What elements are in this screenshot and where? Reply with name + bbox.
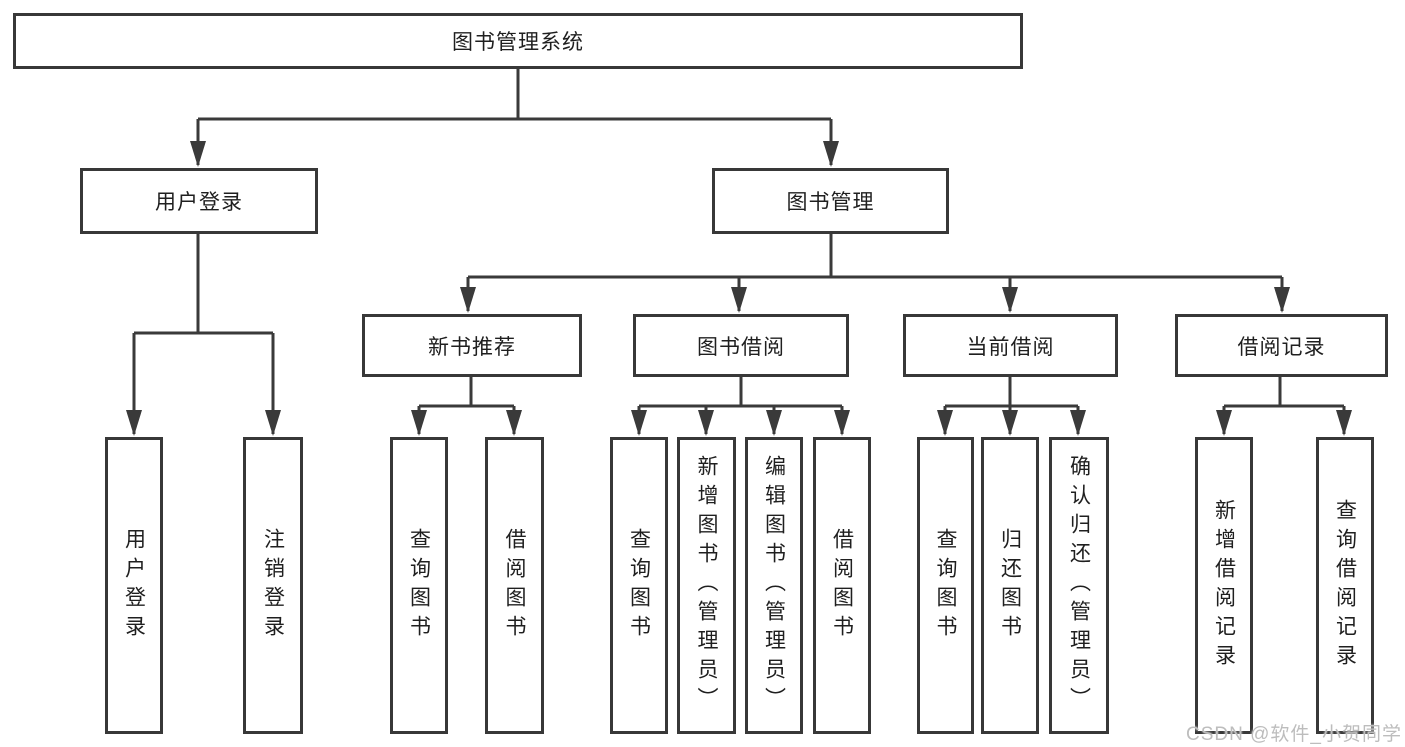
arrow-down-icon xyxy=(190,141,206,167)
arrow-down-icon xyxy=(1002,410,1018,436)
watermark: CSDN @软件_小贺同学 xyxy=(1186,724,1402,745)
arrow-down-icon xyxy=(126,410,142,436)
arrow-down-icon xyxy=(631,410,647,436)
arrow-down-icon xyxy=(731,287,747,313)
arrow-down-icon xyxy=(506,410,522,436)
node-leaf-user-login: 用户登录 xyxy=(105,437,163,734)
node-leaf-borrow-books-1: 借阅图书 xyxy=(485,437,544,734)
node-leaf-add-borrow-record: 新增借阅记录 xyxy=(1195,437,1253,734)
node-user-login: 用户登录 xyxy=(80,168,318,234)
node-leaf-query-books-1: 查询图书 xyxy=(390,437,448,734)
node-leaf-confirm-return-admin: 确认归还（管理员） xyxy=(1049,437,1109,734)
connector-root xyxy=(196,69,833,165)
node-book-management: 图书管理 xyxy=(712,168,949,234)
arrow-down-icon xyxy=(698,410,714,436)
connector-borrow-records xyxy=(1222,377,1346,434)
arrow-down-icon xyxy=(766,410,782,436)
node-current-borrow: 当前借阅 xyxy=(903,314,1118,377)
arrow-down-icon xyxy=(834,410,850,436)
node-leaf-query-borrow-record: 查询借阅记录 xyxy=(1316,437,1374,734)
node-new-book-recommend: 新书推荐 xyxy=(362,314,582,377)
arrow-down-icon xyxy=(1070,410,1086,436)
arrow-down-icon xyxy=(1002,287,1018,313)
node-leaf-edit-books-admin: 编辑图书（管理员） xyxy=(745,437,803,734)
node-leaf-return-books: 归还图书 xyxy=(981,437,1039,734)
node-borrow-records: 借阅记录 xyxy=(1175,314,1388,377)
node-leaf-add-books-admin: 新增图书（管理员） xyxy=(677,437,736,734)
node-book-borrow: 图书借阅 xyxy=(633,314,849,377)
connector-book-borrow xyxy=(637,377,844,434)
connector-new-book xyxy=(417,377,516,434)
arrow-down-icon xyxy=(460,287,476,313)
node-leaf-logout: 注销登录 xyxy=(243,437,303,734)
node-leaf-query-books-2: 查询图书 xyxy=(610,437,668,734)
arrow-down-icon xyxy=(937,410,953,436)
arrow-down-icon xyxy=(823,141,839,167)
arrow-down-icon xyxy=(1336,410,1352,436)
arrow-down-icon xyxy=(265,410,281,436)
connector-user-login xyxy=(132,234,275,434)
node-leaf-query-books-3: 查询图书 xyxy=(917,437,974,734)
arrow-down-icon xyxy=(1274,287,1290,313)
node-leaf-borrow-books-2: 借阅图书 xyxy=(813,437,871,734)
node-root: 图书管理系统 xyxy=(13,13,1023,69)
arrow-down-icon xyxy=(411,410,427,436)
arrowheads xyxy=(126,141,1352,436)
arrow-down-icon xyxy=(1216,410,1232,436)
connector-book-mgmt xyxy=(466,234,1284,311)
